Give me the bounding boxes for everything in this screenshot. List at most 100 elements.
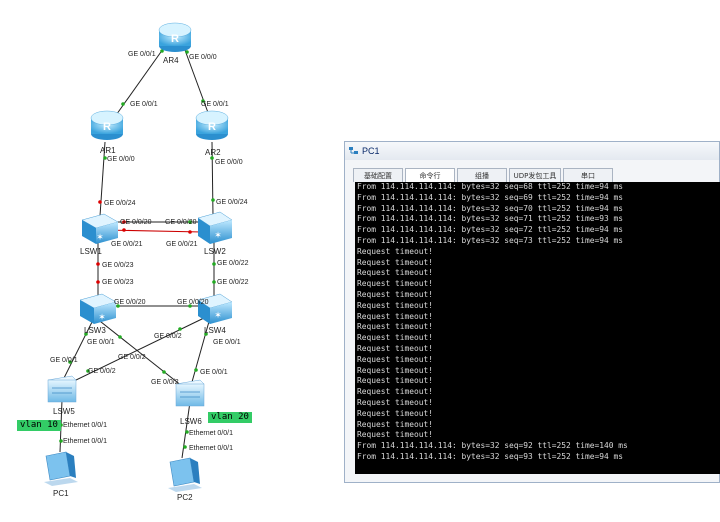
console-line: Request timeout! — [357, 300, 434, 310]
console-line: Request timeout! — [357, 268, 434, 278]
tab-udp-tool[interactable]: UDP发包工具 — [509, 168, 561, 182]
console-line: From 114.114.114.114: bytes=32 seq=68 tt… — [357, 182, 624, 191]
window-titlebar[interactable]: PC1 — [345, 142, 719, 160]
console-line: From 114.114.114.114: bytes=32 seq=71 tt… — [357, 214, 624, 224]
svg-text:R: R — [208, 121, 216, 133]
switch-lsw5-icon[interactable] — [47, 375, 77, 403]
port-label: GE 0/0/22 — [217, 279, 249, 286]
svg-text:✶: ✶ — [214, 231, 222, 241]
console-line: Request timeout! — [357, 354, 434, 364]
port-label: GE 0/0/2 — [151, 379, 179, 386]
ar2-label: AR2 — [205, 148, 221, 157]
port-label: GE 0/0/23 — [102, 279, 134, 286]
port-label: Ethernet 0/0/1 — [189, 445, 233, 452]
pc2-icon[interactable] — [168, 457, 202, 492]
port-label: GE 0/0/1 — [87, 339, 115, 346]
tab-serial[interactable]: 串口 — [563, 168, 613, 182]
port-label: Ethernet 0/0/1 — [63, 438, 107, 445]
console-line: From 114.114.114.114: bytes=32 seq=72 tt… — [357, 225, 624, 235]
terminal-window-icon — [349, 147, 358, 154]
pc1-window: PC1 基础配置 命令行 组播 UDP发包工具 串口 From 114.114.… — [344, 141, 720, 483]
lsw2-label: LSW2 — [204, 247, 226, 256]
console-line: From 114.114.114.114: bytes=32 seq=73 tt… — [357, 235, 624, 245]
console-line: From 114.114.114.114: bytes=32 seq=70 tt… — [357, 203, 624, 213]
pc1-label: PC1 — [53, 489, 69, 498]
ar4-label: AR4 — [163, 56, 179, 65]
svg-text:R: R — [103, 121, 111, 133]
port-label: GE 0/0/1 — [50, 357, 78, 364]
lsw4-label: LSW4 — [204, 326, 226, 335]
console-output[interactable]: From 114.114.114.114: bytes=32 seq=68 tt… — [355, 182, 720, 474]
port-label: GE 0/0/1 — [201, 101, 229, 108]
router-ar1-icon[interactable]: R — [90, 110, 124, 140]
console-line: Request timeout! — [357, 289, 434, 299]
lsw5-label: LSW5 — [53, 407, 75, 416]
console-line: From 114.114.114.114: bytes=32 seq=69 tt… — [357, 192, 624, 202]
svg-text:✶: ✶ — [214, 311, 222, 321]
port-label: GE 0/0/21 — [166, 241, 198, 248]
console-line: Request timeout! — [357, 376, 434, 386]
pc2-label: PC2 — [177, 493, 193, 502]
router-ar4-icon[interactable]: R — [158, 22, 192, 52]
svg-text:✶: ✶ — [96, 233, 104, 243]
port-label: GE 0/0/1 — [130, 101, 158, 108]
port-label: GE 0/0/0 — [215, 159, 243, 166]
svg-text:✶: ✶ — [98, 313, 106, 323]
network-topology: R R R ✶ ✶ ✶ ✶ — [44, 22, 249, 502]
console-line: Request timeout! — [357, 387, 434, 397]
console-line: Request timeout! — [357, 408, 434, 418]
lsw6-label: LSW6 — [180, 417, 202, 426]
port-label: GE 0/0/20 — [120, 219, 152, 226]
vlan-tag-pc1: vlan 10 — [17, 420, 61, 431]
port-label: Ethernet 0/0/1 — [189, 430, 233, 437]
console-line: Request timeout! — [357, 279, 434, 289]
console-line: Request timeout! — [357, 246, 434, 256]
port-label: GE 0/0/0 — [107, 156, 135, 163]
port-label: GE 0/0/21 — [111, 241, 143, 248]
console-line: From 114.114.114.114: bytes=32 seq=92 tt… — [357, 441, 628, 451]
console-line: Request timeout! — [357, 343, 434, 353]
console-line: Request timeout! — [357, 430, 434, 440]
console-line: From 114.114.114.114: bytes=32 seq=93 tt… — [357, 451, 624, 461]
port-label: GE 0/0/20 — [177, 299, 209, 306]
switch-lsw2-icon[interactable]: ✶ — [197, 211, 233, 244]
port-label: GE 0/0/22 — [217, 260, 249, 267]
port-label: GE 0/0/23 — [102, 262, 134, 269]
port-label: GE 0/0/1 — [213, 339, 241, 346]
port-label: GE 0/0/2 — [88, 368, 116, 375]
port-label: GE 0/0/1 — [200, 369, 228, 376]
console-line: Request timeout! — [357, 419, 434, 429]
port-label: GE 0/0/2 — [154, 333, 182, 340]
port-label: GE 0/0/20 — [114, 299, 146, 306]
console-line: Request timeout! — [357, 322, 434, 332]
router-ar2-icon[interactable]: R — [195, 110, 229, 140]
switch-lsw3-icon[interactable]: ✶ — [79, 293, 117, 324]
port-dots — [59, 49, 216, 449]
console-line: Request timeout! — [357, 365, 434, 375]
port-label: GE 0/0/0 — [189, 54, 217, 61]
port-label: GE 0/0/20 — [165, 219, 197, 226]
console-line: Request timeout! — [357, 397, 434, 407]
tab-bar: 基础配置 命令行 组播 UDP发包工具 串口 — [353, 168, 615, 182]
lsw3-label: LSW3 — [84, 326, 106, 335]
port-label: GE 0/0/2 — [118, 354, 146, 361]
svg-text:R: R — [171, 33, 179, 45]
lsw1-label: LSW1 — [80, 247, 102, 256]
tab-multicast[interactable]: 组播 — [457, 168, 507, 182]
tab-basic-config[interactable]: 基础配置 — [353, 168, 403, 182]
window-title: PC1 — [362, 146, 380, 156]
ar1-label: AR1 — [100, 146, 116, 155]
tab-command-line[interactable]: 命令行 — [405, 168, 455, 182]
pc1-icon[interactable] — [44, 451, 78, 486]
console-line: Request timeout! — [357, 257, 434, 267]
port-label: GE 0/0/24 — [104, 200, 136, 207]
port-label: GE 0/0/24 — [216, 199, 248, 206]
console-line: Request timeout! — [357, 333, 434, 343]
port-label: GE 0/0/1 — [128, 51, 156, 58]
port-label: Ethernet 0/0/1 — [63, 422, 107, 429]
console-line: Request timeout! — [357, 311, 434, 321]
switch-lsw6-icon[interactable] — [175, 379, 205, 407]
vlan-tag-pc2: vlan 20 — [208, 412, 252, 423]
switch-lsw4-icon[interactable]: ✶ — [197, 293, 233, 324]
switch-lsw1-icon[interactable]: ✶ — [81, 213, 119, 244]
